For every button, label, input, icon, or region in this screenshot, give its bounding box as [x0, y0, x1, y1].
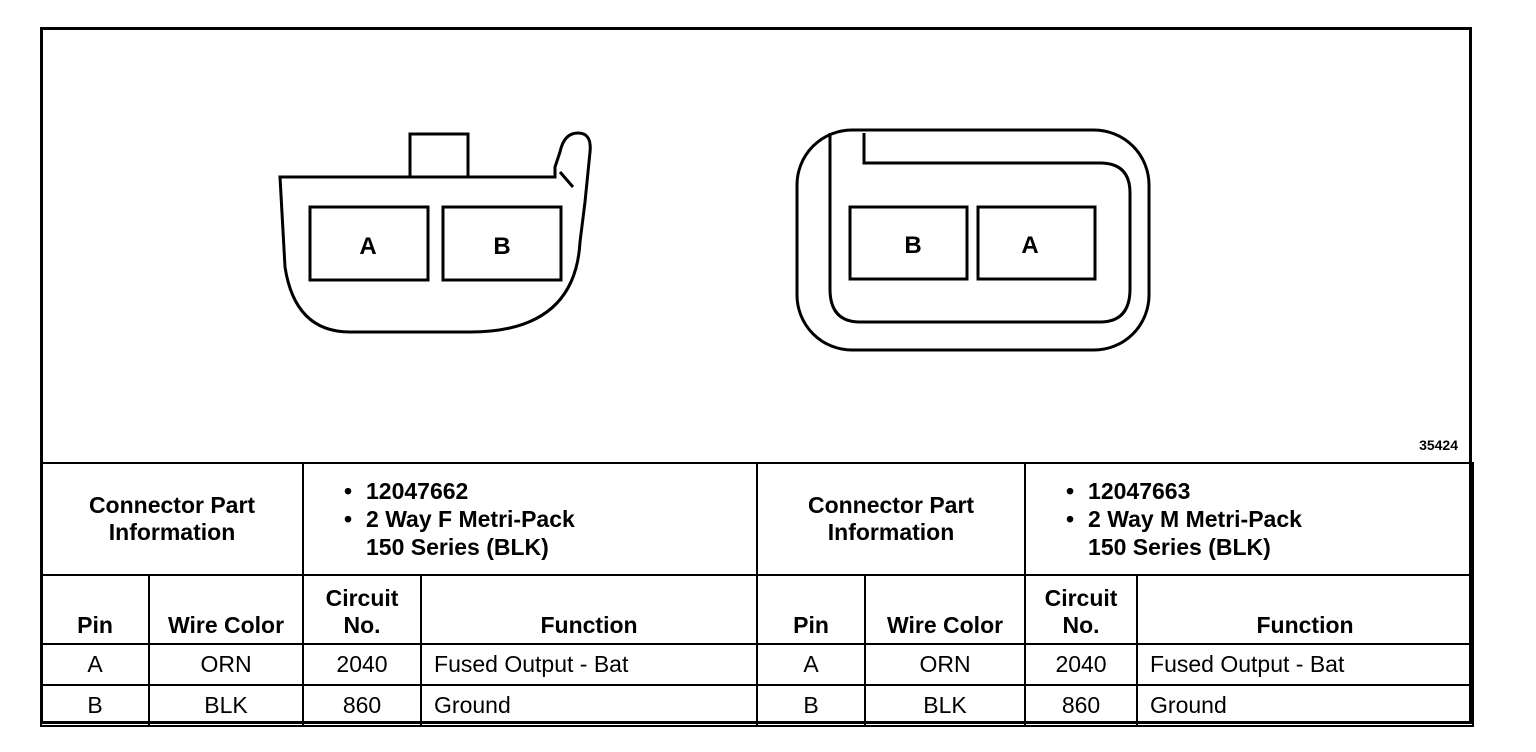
bullet: •: [344, 506, 353, 532]
pin-label: A: [359, 233, 376, 260]
circuit-cell: 2040: [302, 643, 423, 686]
figure-id: 35424: [1419, 437, 1458, 453]
pin-cell: B: [756, 684, 867, 727]
pin-label: A: [1021, 232, 1038, 259]
col-pin: Pin: [756, 574, 867, 645]
part-info-label-line: Connector Part: [88, 492, 256, 518]
circuit-cell: 860: [1024, 684, 1139, 727]
connector-table: Connector Part Information • 12047662 • 2 …: [39, 462, 1475, 727]
pin-label: B: [904, 232, 921, 259]
wire-color-cell: BLK: [864, 684, 1027, 727]
wire-color-cell: ORN: [864, 643, 1027, 686]
part-info-left: • 12047662 • 2 Way F Metri-Pack 150 Series…: [302, 462, 759, 576]
part-info-right: • 12047663 • 2 Way M Metri-Pack 150 Series…: [1024, 462, 1475, 576]
function-cell: Ground: [1136, 684, 1475, 727]
part-info-label-left: Connector Part Information: [39, 462, 305, 576]
pin-cell: B: [40, 684, 150, 727]
wire-color-cell: ORN: [147, 643, 305, 686]
connector-left: A B: [278, 131, 592, 334]
col-wire-color: Wire Color: [864, 574, 1027, 645]
part-info-label-line: Information: [827, 519, 955, 545]
part-description: 150 Series (BLK): [366, 534, 549, 560]
circuit-cell: 2040: [1024, 643, 1139, 686]
function-cell: Fused Output - Bat: [420, 643, 759, 686]
part-description: 2 Way M Metri-Pack: [1088, 506, 1302, 532]
wire-color-cell: BLK: [147, 684, 305, 727]
part-description: 2 Way F Metri-Pack: [366, 506, 575, 532]
bullet: •: [1066, 506, 1075, 532]
table-row: B BLK 860 Ground B BLK 860 Ground: [40, 684, 1475, 727]
col-wire-color: Wire Color: [147, 574, 305, 645]
bullet: •: [1066, 478, 1075, 504]
pin-label: B: [493, 233, 510, 260]
part-description: 150 Series (BLK): [1088, 534, 1271, 560]
part-info-label-right: Connector Part Information: [756, 462, 1027, 576]
table-row: A ORN 2040 Fused Output - Bat A ORN 2040…: [40, 643, 1475, 686]
bullet: •: [344, 478, 353, 504]
col-function: Function: [1136, 574, 1475, 645]
connector-diagram: A B B A: [278, 128, 1151, 352]
part-number: 12047663: [1088, 478, 1191, 504]
col-function: Function: [420, 574, 759, 645]
cavity-a-right: [976, 205, 1097, 281]
cavity-a-left: [308, 205, 430, 282]
pin-cell: A: [756, 643, 867, 686]
part-info-label-line: Connector Part: [807, 492, 975, 518]
part-info-label-line: Information: [108, 519, 236, 545]
part-info-row: Connector Part Information • 12047662 • 2 …: [39, 462, 1475, 576]
cavity-b-right: [848, 205, 969, 281]
function-cell: Fused Output - Bat: [1136, 643, 1475, 686]
function-cell: Ground: [420, 684, 759, 727]
cavity-b-left: [441, 205, 563, 282]
pin-cell: A: [40, 643, 150, 686]
col-pin: Pin: [40, 574, 150, 645]
circuit-cell: 860: [302, 684, 423, 727]
part-number: 12047662: [366, 478, 469, 504]
connector-right: B A: [795, 128, 1151, 352]
